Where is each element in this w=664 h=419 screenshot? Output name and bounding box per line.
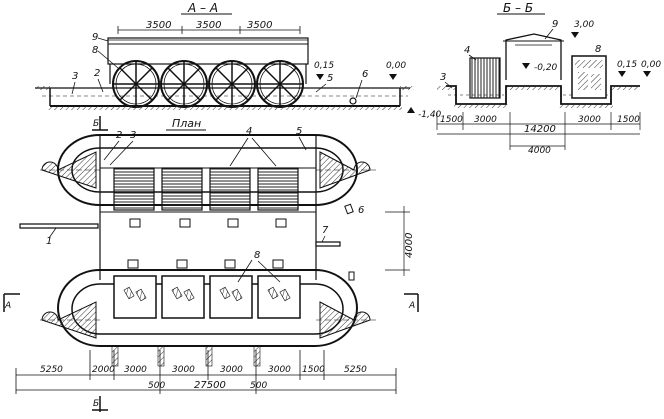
plan-dim-3000-c: 3000 (220, 365, 243, 375)
aa-bridge-frame (107, 37, 309, 65)
aa-callout-6: 6 (362, 69, 368, 80)
aa-rotor-1 (112, 60, 160, 108)
plan-dim-4000: 4000 (404, 233, 415, 258)
bb-dim-4000: 4000 (528, 146, 551, 156)
section-aa-title: А – А (187, 1, 218, 15)
plan-view: План (3, 116, 419, 412)
bb-aerator-4 (469, 57, 501, 99)
aa-callout-3: 3 (72, 71, 78, 82)
plan-callout-6: 6 (358, 205, 364, 216)
plan-title: План (172, 117, 201, 130)
aa-level-015: 0,15 (314, 61, 334, 71)
plan-callout-2: 2 (116, 130, 122, 141)
bb-dim-3000-left: 3000 (474, 115, 497, 125)
plan-upper-ditch-inner (71, 147, 344, 193)
plan-dim-3000-d: 3000 (268, 365, 291, 375)
plan-section-mark-b-top: Б (93, 119, 99, 129)
aa-rotor-3 (208, 60, 256, 108)
plan-dim-3000-b: 3000 (172, 365, 195, 375)
bb-shelter (505, 33, 562, 80)
aa-callout-2: 2 (94, 68, 100, 79)
bb-level-015: 0,15 (617, 60, 637, 70)
plan-dim-5250-right: 5250 (344, 365, 367, 375)
bb-callout-8: 8 (595, 44, 601, 55)
aa-dim-1: 3500 (146, 20, 171, 31)
aa-level-000: 0,00 (386, 61, 406, 71)
plan-callout-5: 5 (296, 126, 302, 137)
plan-upper-ditch-outer (57, 134, 358, 206)
bb-level-020: -0,20 (534, 63, 558, 73)
bb-level-300: 3,00 (574, 20, 594, 30)
plan-aerator-upper-1 (113, 167, 155, 211)
plan-dim-27500: 27500 (194, 380, 226, 391)
section-bb: Б – Б 3,00 -0,20 0,15 0,00 (436, 1, 661, 156)
plan-lower-ditch-outer (57, 269, 358, 347)
plan-callout-7: 7 (322, 225, 329, 236)
plan-section-mark-a-right: А (408, 301, 415, 311)
plan-dim-500-right: 500 (250, 381, 267, 391)
aa-dim-2: 3500 (196, 20, 221, 31)
plan-callout-1: 1 (46, 236, 52, 247)
plan-aerator-lower-3 (209, 275, 253, 319)
aa-callout-5: 5 (327, 73, 333, 84)
plan-aerator-lower-2 (161, 275, 205, 319)
plan-aerator-lower-1 (113, 275, 157, 319)
plan-dim-1500: 1500 (302, 365, 325, 375)
aa-outlet-pipe (349, 97, 357, 105)
aa-callout-9: 9 (92, 32, 98, 43)
plan-callout-8: 8 (254, 250, 260, 261)
plan-aerator-upper-2 (161, 167, 203, 211)
aa-callout-8: 8 (92, 45, 98, 56)
bb-dim-1500-left: 1500 (440, 115, 463, 125)
plan-callout-4: 4 (246, 126, 252, 137)
plan-aerator-lower-4 (257, 275, 301, 319)
plan-outlet-pipe (315, 241, 341, 247)
plan-dim-500-left: 500 (148, 381, 165, 391)
aa-ground-hatch (48, 106, 402, 110)
plan-section-mark-b-bottom: Б (93, 399, 99, 409)
bb-dim-14200: 14200 (524, 124, 556, 135)
bb-level-000: 0,00 (641, 60, 661, 70)
plan-dim-3000-a: 3000 (124, 365, 147, 375)
plan-dim-2000: 2000 (92, 365, 115, 375)
plan-callout-3: 3 (130, 130, 136, 141)
plan-dim-5250-left: 5250 (40, 365, 63, 375)
bb-dim-3000-right: 3000 (578, 115, 601, 125)
section-bb-title: Б – Б (503, 1, 533, 15)
plan-aerator-upper-3 (209, 167, 251, 211)
plan-aerator-upper-4 (257, 167, 299, 211)
plan-section-mark-a-left: А (4, 301, 11, 311)
bb-dim-1500-right: 1500 (617, 115, 640, 125)
aa-dim-3: 3500 (247, 20, 272, 31)
aa-rotor-2 (160, 60, 208, 108)
bb-callout-9: 9 (552, 19, 558, 30)
plan-inlet-pipe (19, 223, 99, 229)
plan-lower-ditch-inner (71, 283, 344, 335)
aa-level-140: -1,40 (418, 110, 442, 120)
section-aa: А – А 3500 3500 3500 (35, 1, 442, 120)
aa-rotor-4 (256, 60, 304, 108)
bb-callout-3: 3 (440, 72, 446, 83)
bb-callout-4: 4 (464, 45, 470, 56)
